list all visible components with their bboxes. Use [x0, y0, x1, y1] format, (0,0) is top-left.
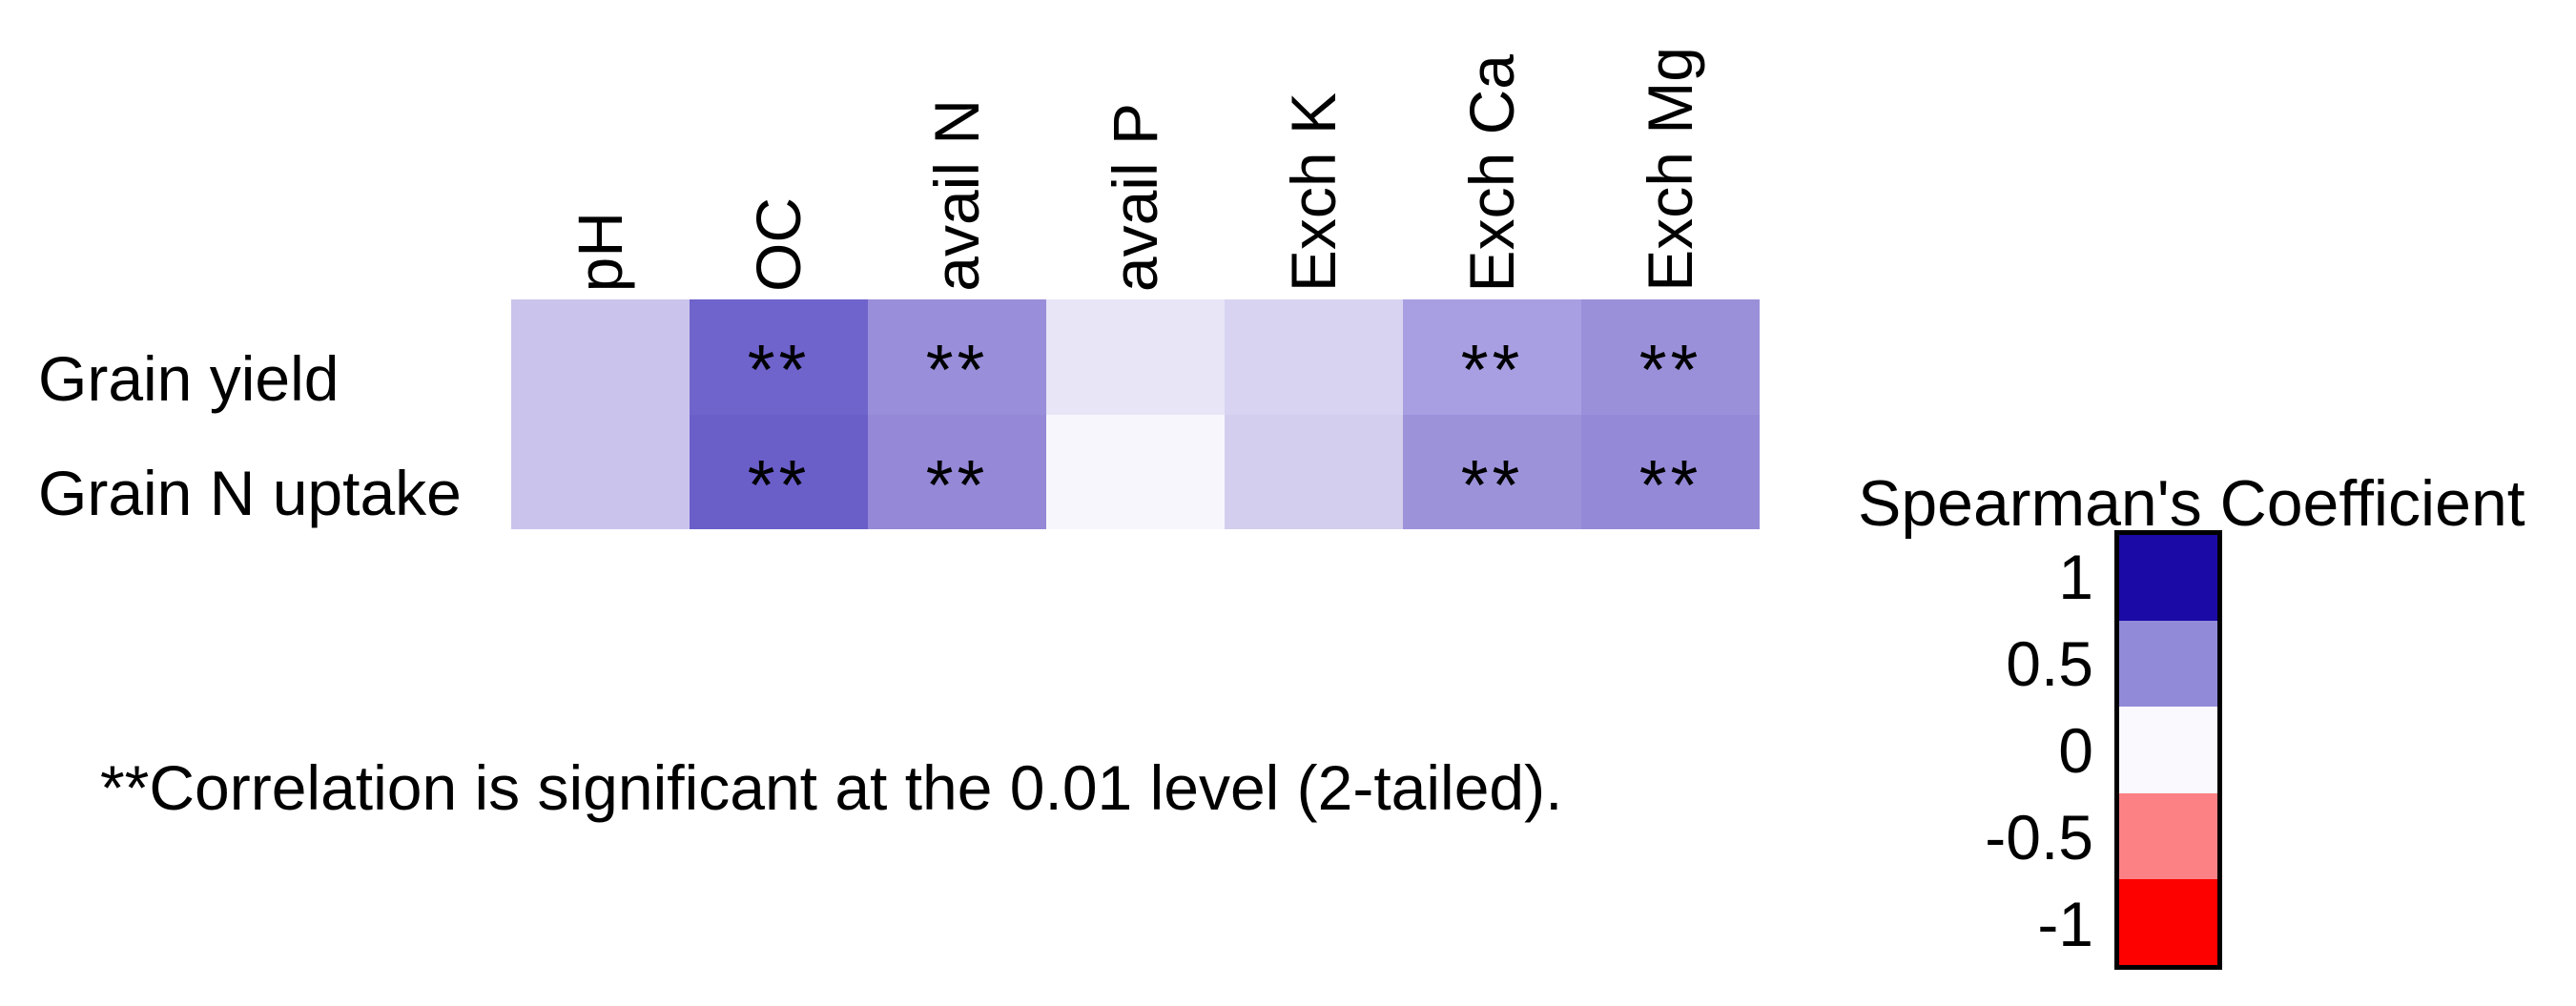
col-header-avail-n: avail N — [868, 0, 1046, 292]
col-header-label: avail P — [1100, 102, 1171, 292]
significance-marker: ** — [1460, 330, 1524, 410]
heatmap-cell-grain-n-uptake-oc: ** — [690, 414, 868, 529]
colorbar-tick--0.5: -0.5 — [1985, 802, 2093, 873]
heatmap-cell-grain-yield-avail-n: ** — [868, 299, 1046, 415]
col-header-oc: OC — [690, 0, 868, 292]
significance-marker: ** — [1638, 444, 1702, 524]
heatmap-cell-grain-yield-exch-ca: ** — [1403, 299, 1581, 415]
col-header-label: pH — [565, 211, 636, 292]
col-header-ph: pH — [511, 0, 690, 292]
colorbar-tick-0: 0 — [2058, 715, 2093, 786]
col-header-label: avail N — [921, 99, 993, 292]
significance-marker: ** — [747, 330, 811, 410]
colorbar-segment-1 — [2119, 535, 2217, 622]
heatmap-cell-grain-n-uptake-avail-n: ** — [868, 414, 1046, 529]
heatmap-cell-grain-n-uptake-exch-ca: ** — [1403, 414, 1581, 529]
colorbar-tick-0.5: 0.5 — [2006, 628, 2093, 699]
colorbar-segment--0.5 — [2119, 792, 2217, 879]
heatmap-cell-grain-n-uptake-ph — [511, 414, 690, 529]
heatmap-cell-grain-yield-oc: ** — [690, 299, 868, 415]
significance-marker: ** — [1638, 330, 1702, 410]
heatmap-grid: ** ** ** ** ** ** ** ** — [511, 299, 1760, 529]
significance-marker: ** — [925, 444, 989, 524]
significance-footnote: **Correlation is significant at the 0.01… — [100, 752, 1563, 823]
col-header-label: Exch Ca — [1456, 53, 1528, 292]
col-header-exch-k: Exch K — [1225, 0, 1403, 292]
colorbar-tick--1: -1 — [2037, 889, 2093, 959]
col-header-exch-ca: Exch Ca — [1403, 0, 1581, 292]
colorbar-tick-1: 1 — [2058, 542, 2093, 612]
col-header-label: Exch K — [1278, 92, 1350, 292]
col-header-avail-p: avail P — [1046, 0, 1225, 292]
col-header-exch-mg: Exch Mg — [1581, 0, 1760, 292]
heatmap-cell-grain-yield-exch-mg: ** — [1581, 299, 1760, 415]
colorbar-title: Spearman's Coefficient — [1858, 467, 2525, 540]
heatmap-cell-grain-n-uptake-exch-k — [1225, 414, 1403, 529]
heatmap-cell-grain-n-uptake-avail-p — [1046, 414, 1225, 529]
significance-marker: ** — [747, 444, 811, 524]
col-header-label: Exch Mg — [1635, 47, 1706, 292]
col-header-label: OC — [743, 197, 814, 292]
colorbar — [2114, 530, 2222, 970]
heatmap-cell-grain-yield-avail-p — [1046, 299, 1225, 415]
colorbar-segment-0 — [2119, 707, 2217, 793]
row-label-grain-n-uptake: Grain N uptake — [38, 458, 462, 528]
heatmap-cell-grain-yield-exch-k — [1225, 299, 1403, 415]
significance-marker: ** — [1460, 444, 1524, 524]
colorbar-segment-0.5 — [2119, 621, 2217, 708]
significance-marker: ** — [925, 330, 989, 410]
row-label-grain-yield: Grain yield — [38, 342, 340, 414]
colorbar-segment--1 — [2119, 878, 2217, 966]
heatmap-cell-grain-yield-ph — [511, 299, 690, 415]
heatmap-cell-grain-n-uptake-exch-mg: ** — [1581, 414, 1760, 529]
